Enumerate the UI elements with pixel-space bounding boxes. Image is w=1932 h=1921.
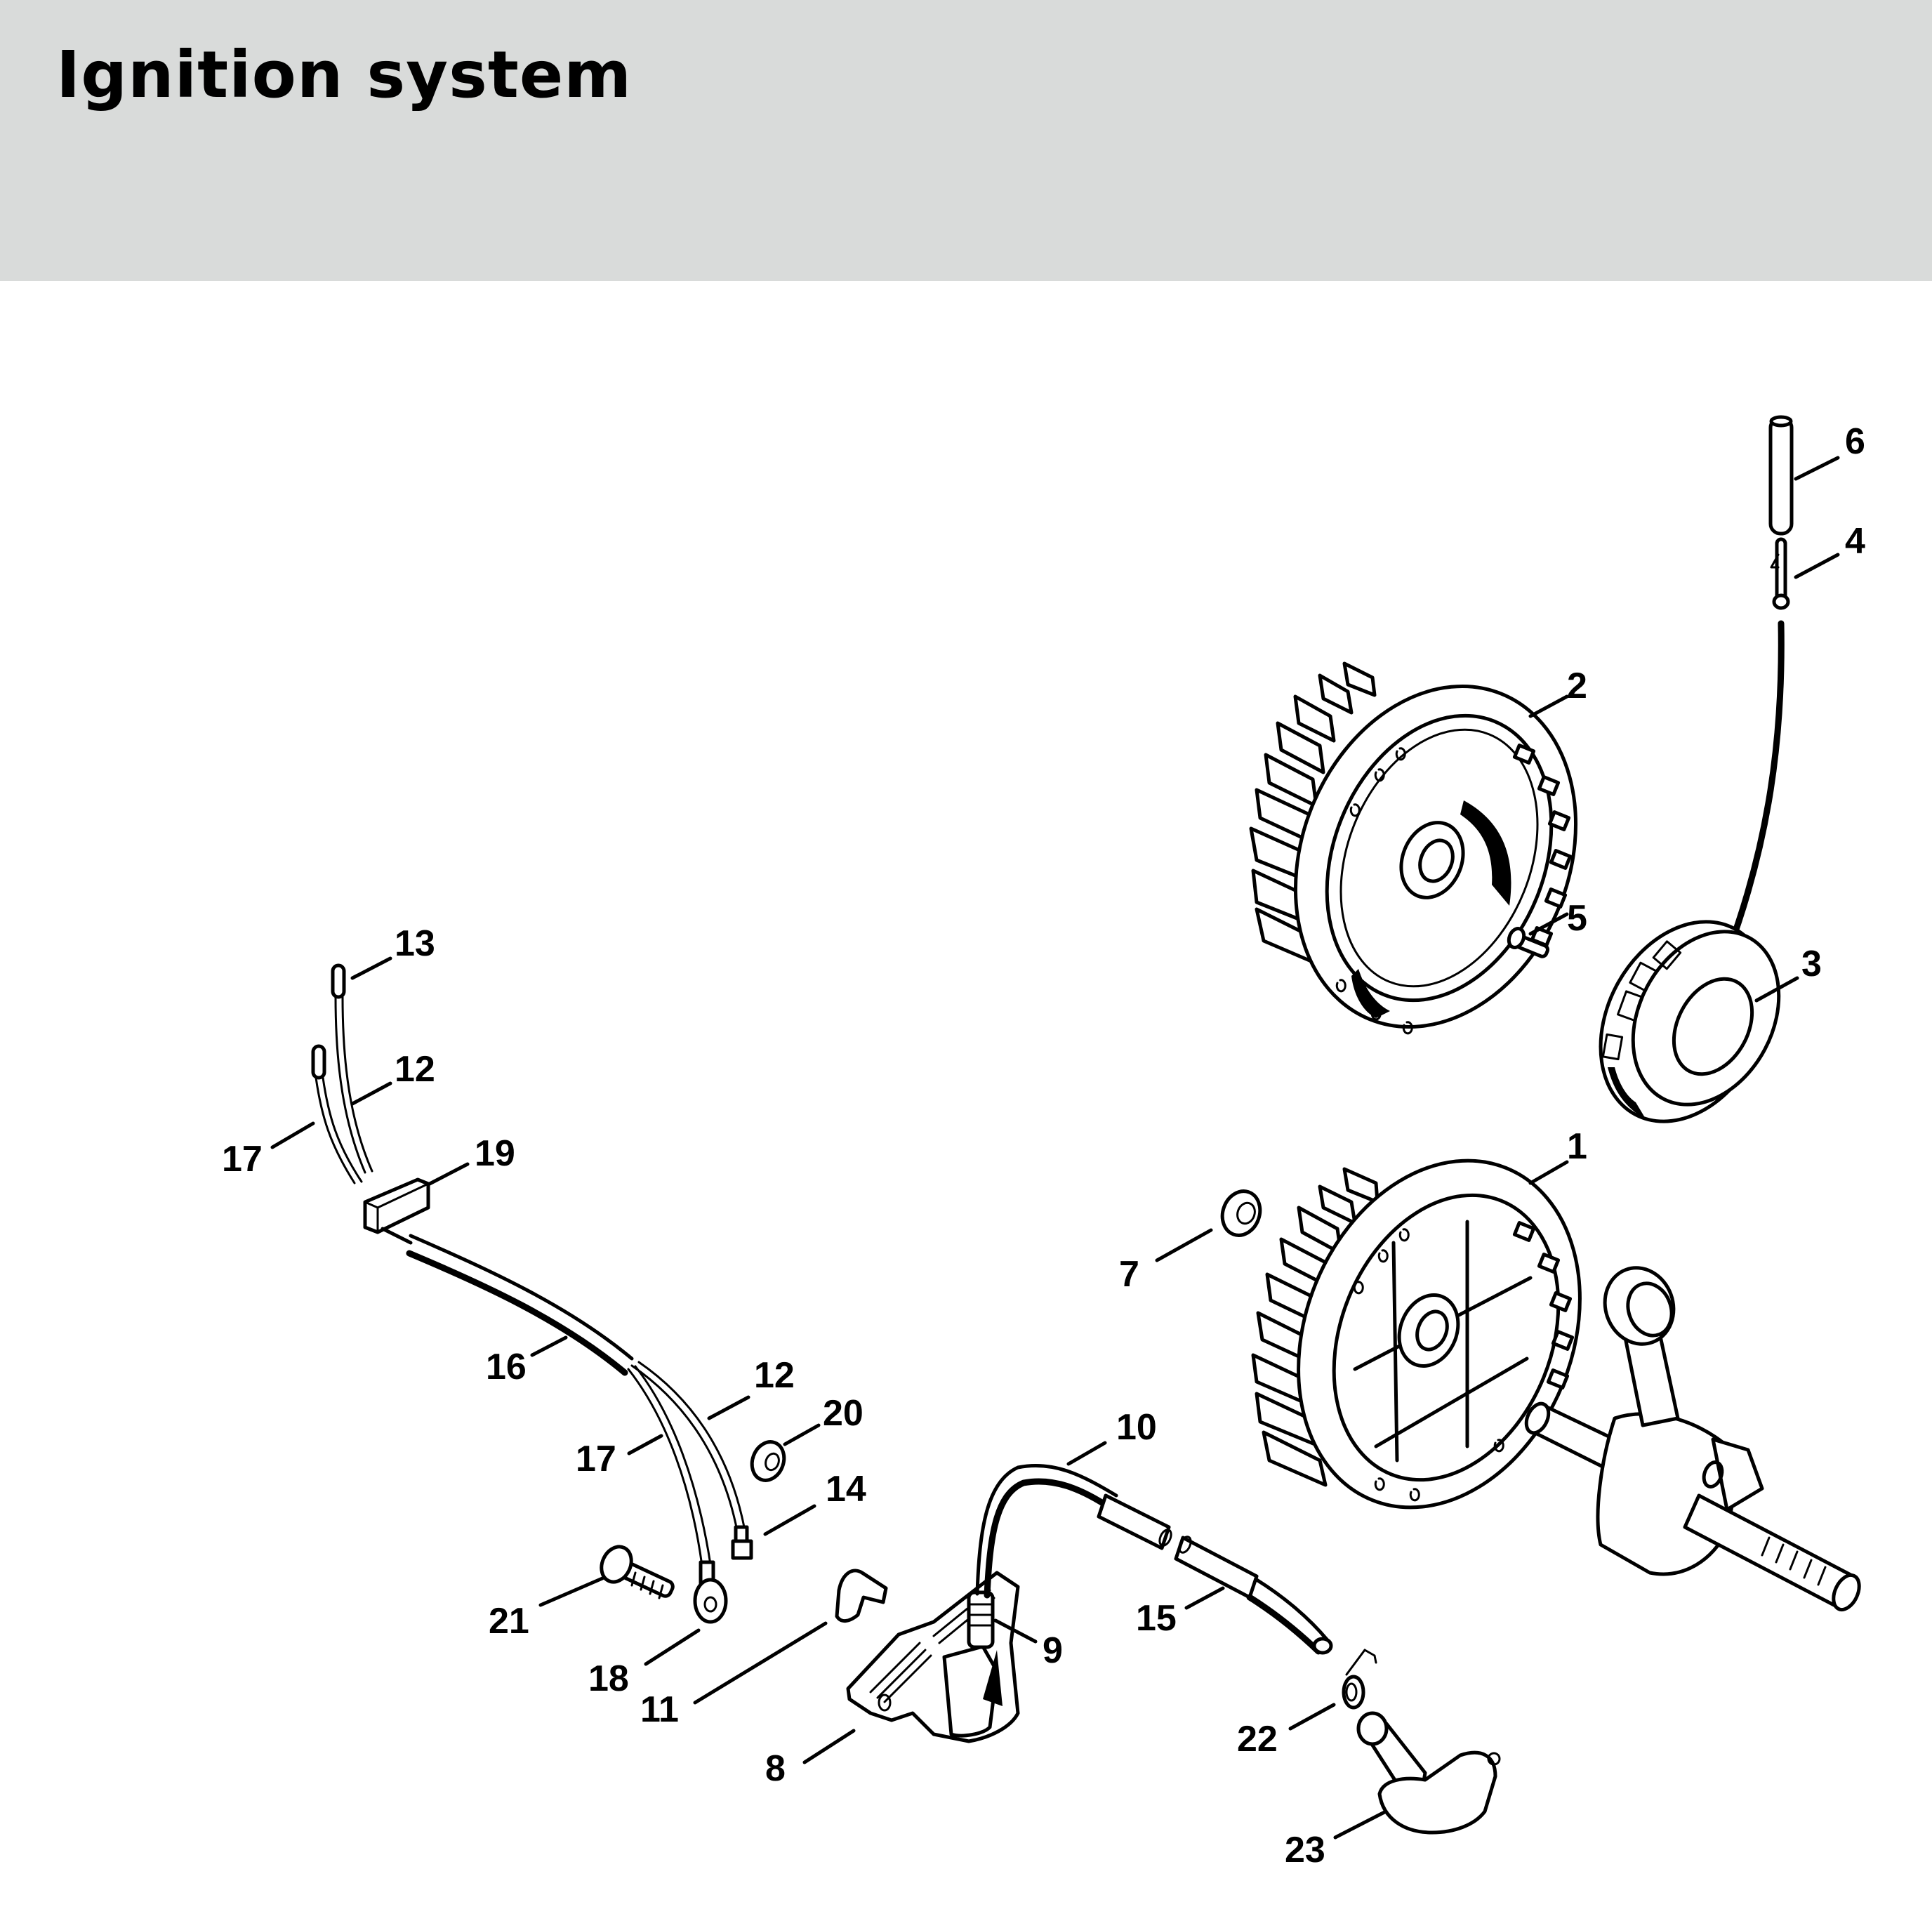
callout-4[interactable]: 4 [1845, 521, 1865, 562]
leader-17a [270, 1121, 315, 1149]
leader-7 [1155, 1228, 1213, 1262]
part-20-nut[interactable] [747, 1437, 789, 1485]
callout-3[interactable]: 3 [1801, 944, 1822, 984]
part-23-spark-plug-boot[interactable] [1356, 1711, 1501, 1835]
leader-3 [1754, 976, 1799, 1003]
part-7-nut[interactable] [1217, 1186, 1266, 1241]
leader-13 [350, 956, 392, 980]
part-12-short-circuit-wire-lower[interactable] [630, 1361, 746, 1532]
part-16-harness-sheath[interactable] [381, 1227, 634, 1376]
module-wire [1723, 620, 1785, 958]
leader-2 [1528, 694, 1569, 718]
callout-2[interactable]: 2 [1567, 666, 1587, 706]
callout-7[interactable]: 7 [1119, 1254, 1139, 1295]
leader-8 [802, 1729, 856, 1764]
part-15-ignition-lead-end[interactable] [1174, 1535, 1333, 1655]
callout-10[interactable]: 10 [1116, 1407, 1157, 1448]
header-banner: Ignition system [0, 0, 1932, 281]
callout-6[interactable]: 6 [1845, 421, 1865, 462]
callout-22[interactable]: 22 [1237, 1719, 1278, 1760]
callout-13[interactable]: 13 [395, 923, 435, 964]
page-title: Ignition system [56, 37, 633, 112]
part-6-sleeve[interactable] [1768, 415, 1794, 536]
part-12-short-circuit-wire[interactable] [334, 996, 373, 1174]
callout-5[interactable]: 5 [1567, 898, 1587, 939]
part-2-flywheel[interactable] [1246, 644, 1625, 1069]
callout-23[interactable]: 23 [1285, 1830, 1325, 1870]
callout-17b[interactable]: 17 [576, 1439, 616, 1479]
leader-6 [1794, 456, 1840, 481]
leader-12a [350, 1081, 392, 1106]
leader-22 [1288, 1703, 1336, 1731]
leader-21 [538, 1576, 604, 1607]
part-10-ignition-lead[interactable] [975, 1463, 1173, 1599]
callout-14[interactable]: 14 [826, 1469, 866, 1510]
callout-21[interactable]: 21 [489, 1601, 529, 1642]
leader-20 [783, 1423, 821, 1446]
callout-20[interactable]: 20 [823, 1393, 864, 1434]
part-3-module[interactable] [1567, 892, 1807, 1151]
callout-12a[interactable]: 12 [395, 1049, 435, 1090]
callout-11[interactable]: 11 [640, 1689, 679, 1730]
callout-1[interactable]: 1 [1567, 1126, 1587, 1167]
leader-1 [1528, 1160, 1569, 1185]
part-4-clip[interactable] [1770, 537, 1790, 610]
part-18-ring-terminal[interactable] [693, 1560, 728, 1624]
part-19-wire-clamp[interactable] [363, 1177, 430, 1234]
part-14-terminal[interactable] [731, 1525, 753, 1560]
part-17-ground-wire[interactable] [311, 1044, 363, 1184]
leader-9 [993, 1618, 1038, 1644]
part-22-leg-spring[interactable] [1342, 1649, 1377, 1710]
part-11-contact-spring[interactable] [835, 1569, 888, 1623]
leader-10 [1066, 1441, 1107, 1466]
leader-14 [763, 1504, 816, 1536]
callout-19[interactable]: 19 [475, 1133, 515, 1174]
part-13-connector-sleeve[interactable] [331, 963, 346, 999]
callout-16[interactable]: 16 [486, 1347, 527, 1387]
part-17-ground-wire-lower[interactable] [627, 1365, 712, 1567]
leader-5 [1528, 912, 1569, 936]
leader-23 [1333, 1809, 1388, 1840]
leader-12b [707, 1395, 750, 1420]
crankshaft[interactable] [1522, 1258, 1864, 1613]
leader-11 [693, 1621, 828, 1705]
leader-19 [428, 1162, 470, 1186]
part-1-flywheel[interactable] [1248, 1118, 1629, 1550]
part-21-screw[interactable] [596, 1542, 675, 1599]
callout-8[interactable]: 8 [765, 1748, 786, 1789]
leader-4 [1794, 553, 1840, 579]
callout-9[interactable]: 9 [1043, 1630, 1063, 1671]
callout-18[interactable]: 18 [588, 1658, 629, 1699]
leader-16 [530, 1335, 568, 1357]
callout-17a[interactable]: 17 [222, 1139, 263, 1180]
part-5-screw[interactable] [1506, 926, 1550, 958]
callout-12b[interactable]: 12 [754, 1355, 795, 1396]
callout-15[interactable]: 15 [1136, 1598, 1177, 1639]
part-9-lead-connector[interactable] [967, 1590, 995, 1649]
leader-15 [1184, 1586, 1225, 1610]
leader-18 [644, 1628, 701, 1666]
leader-17b [627, 1434, 663, 1455]
